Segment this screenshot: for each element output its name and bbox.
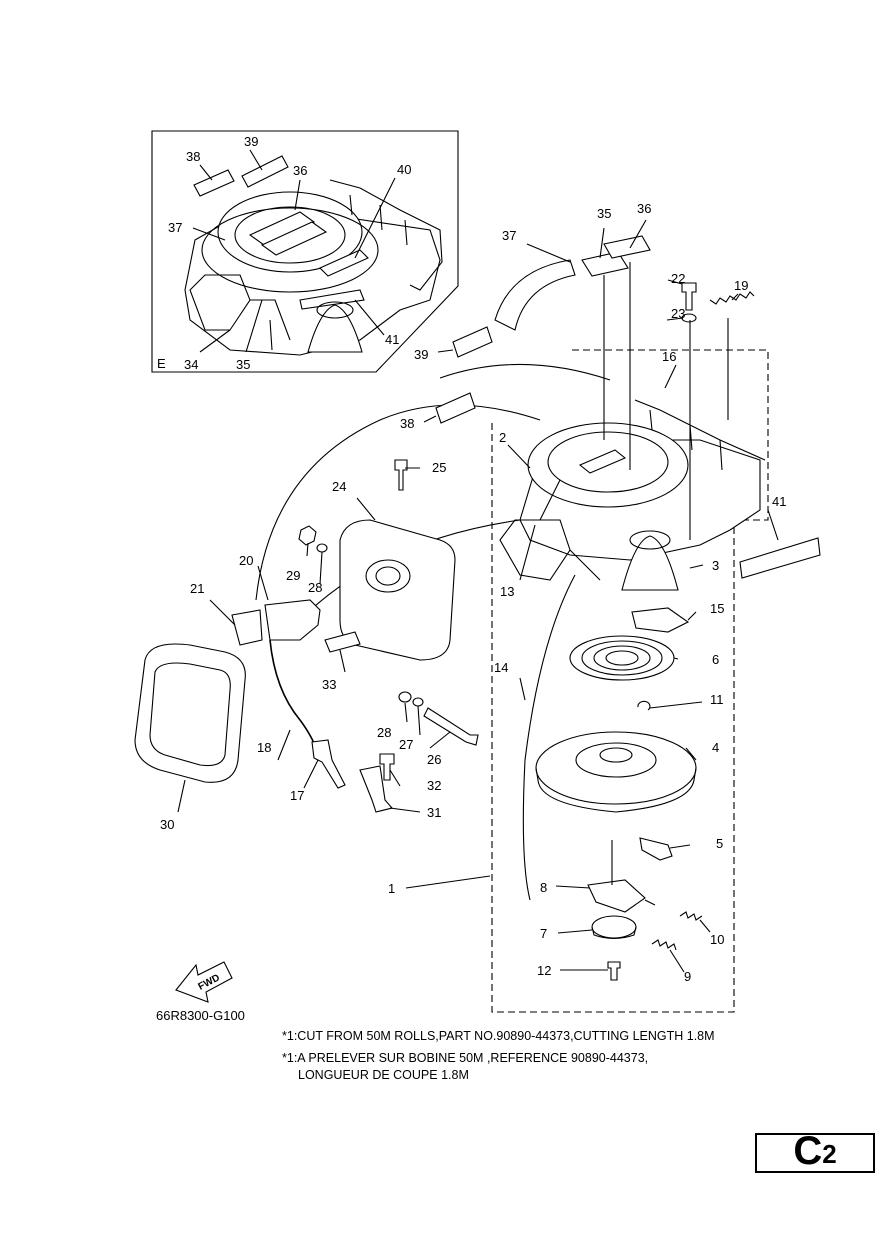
fwd-arrow-icon: FWD — [175, 961, 233, 1003]
nut-29 — [298, 525, 317, 546]
callout-30: 30 — [160, 817, 174, 832]
note-french-line1: *1:A PRELEVER SUR BOBINE 50M ,REFERENCE … — [282, 1051, 649, 1065]
callout-16: 16 — [662, 349, 676, 364]
callout-38: 38 — [400, 416, 414, 431]
callout-20: 20 — [239, 553, 253, 568]
callout-31: 31 — [427, 805, 441, 820]
callout-32: 32 — [427, 778, 441, 793]
spring-6 — [569, 635, 675, 681]
callout-inset-34: 34 — [184, 357, 198, 372]
air-filter-30 — [134, 643, 246, 783]
inset-view-letter: E — [157, 356, 166, 371]
washer-28b — [398, 691, 412, 703]
callout-21: 21 — [190, 581, 204, 596]
housing-cone — [621, 535, 679, 591]
clip-11 — [637, 700, 651, 711]
label-38 — [435, 392, 476, 424]
callout-33: 33 — [322, 677, 336, 692]
callout-inset-39: 39 — [244, 134, 258, 149]
cover-7 — [591, 915, 637, 939]
callout-35: 35 — [597, 206, 611, 221]
callout-7: 7 — [540, 926, 547, 941]
bolt-22 — [681, 282, 697, 311]
note-english: *1:CUT FROM 50M ROLLS,PART NO.90890-4437… — [282, 1029, 715, 1043]
cable-end-17 — [311, 739, 346, 789]
note-french-line2: LONGUEUR DE COUPE 1.8M — [298, 1068, 469, 1082]
screw-32 — [379, 753, 395, 781]
bolt-26 — [423, 707, 479, 746]
callout-26: 26 — [427, 752, 441, 767]
page-code-letter: C — [793, 1129, 823, 1173]
inset-label-36 — [248, 211, 316, 246]
callout-17: 17 — [290, 788, 304, 803]
callout-12: 12 — [537, 963, 551, 978]
main-view: 37 35 36 22 19 23 16 39 38 2 25 24 29 28… — [134, 201, 821, 1013]
callout-29: 29 — [286, 568, 300, 583]
callout-1: 1 — [388, 881, 395, 896]
callout-41: 41 — [772, 494, 786, 509]
washer-27 — [412, 697, 424, 707]
callout-6: 6 — [712, 652, 719, 667]
callout-14: 14 — [494, 660, 508, 675]
callout-19: 19 — [734, 278, 748, 293]
plate-8 — [587, 879, 646, 913]
callout-2: 2 — [499, 430, 506, 445]
callout-inset-40: 40 — [397, 162, 411, 177]
spring-10 — [679, 911, 703, 921]
callout-28-lower: 28 — [377, 725, 391, 740]
pawl-15 — [631, 607, 690, 633]
lever-5 — [639, 837, 673, 861]
callout-13: 13 — [500, 584, 514, 599]
inset-label-35 — [260, 221, 328, 256]
choke-knob-20 — [264, 599, 321, 641]
callout-inset-41: 41 — [385, 332, 399, 347]
callout-inset-35: 35 — [236, 357, 250, 372]
callout-15: 15 — [710, 601, 724, 616]
cover-label — [578, 449, 627, 474]
screw-12 — [607, 961, 621, 981]
spring-19 — [709, 291, 755, 305]
callout-inset-36: 36 — [293, 163, 307, 178]
sticker-33 — [324, 631, 361, 653]
callout-10: 10 — [710, 932, 724, 947]
washer-28a — [316, 543, 328, 553]
callout-27: 27 — [399, 737, 413, 752]
inset-label-38 — [193, 169, 235, 197]
inset-label-41 — [299, 289, 365, 310]
spring-9 — [651, 939, 677, 951]
label-36 — [603, 235, 651, 259]
sticker-37 — [494, 259, 576, 331]
callout-22: 22 — [671, 271, 685, 286]
callout-inset-38: 38 — [186, 149, 200, 164]
callout-8: 8 — [540, 880, 547, 895]
callout-18: 18 — [257, 740, 271, 755]
callout-24: 24 — [332, 479, 346, 494]
drawing-code: 66R8300-G100 — [156, 1008, 245, 1023]
label-35 — [581, 251, 629, 277]
callout-5: 5 — [716, 836, 723, 851]
callout-3: 3 — [712, 558, 719, 573]
callout-25: 25 — [432, 460, 446, 475]
callout-28-upper: 28 — [308, 580, 322, 595]
page-code-number: 2 — [822, 1139, 837, 1169]
callout-37: 37 — [502, 228, 516, 243]
callout-11: 11 — [710, 692, 724, 707]
label-41 — [739, 537, 821, 579]
callout-9: 9 — [684, 969, 691, 984]
bolt-25 — [394, 459, 408, 491]
callout-4: 4 — [712, 740, 719, 755]
callout-36: 36 — [637, 201, 651, 216]
inset-view-e: 39 38 36 40 37 34 35 41 E — [151, 130, 459, 373]
label-39 — [452, 326, 493, 358]
callout-23: 23 — [671, 306, 685, 321]
callout-39: 39 — [414, 347, 428, 362]
bracket-21 — [231, 609, 263, 646]
callout-inset-37: 37 — [168, 220, 182, 235]
inset-label-39 — [241, 155, 289, 188]
